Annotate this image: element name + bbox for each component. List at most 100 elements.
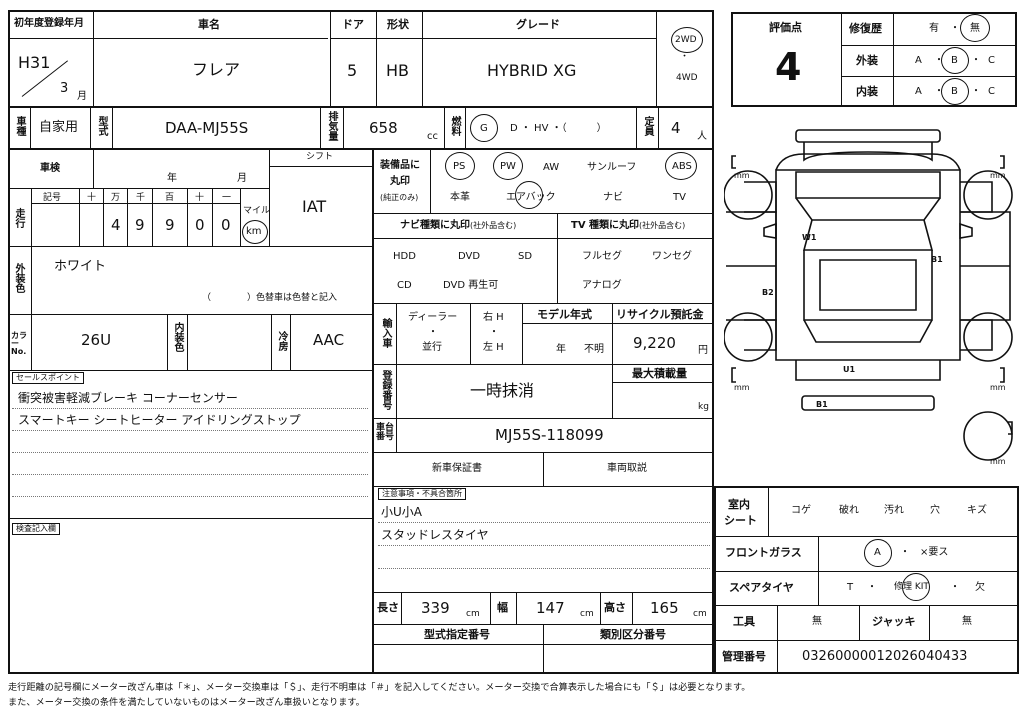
interior-box: [714, 486, 1019, 674]
repair-yes: 有: [929, 23, 939, 34]
door-label: ドア: [342, 18, 364, 31]
jack-value: 無: [962, 616, 972, 627]
ext-dot-1: ・: [934, 55, 944, 66]
seat-tear: 破れ: [839, 505, 859, 516]
sales-line-2: スマートキー シートヒーター アイドリングストップ: [18, 413, 301, 427]
height-value: 165: [650, 599, 679, 617]
seat-burn: コゲ: [791, 505, 811, 516]
digit-3: 9: [135, 216, 145, 234]
capacity-value: 4: [671, 119, 681, 137]
jack-label: ジャッキ: [872, 615, 916, 628]
km-label: km: [246, 226, 262, 237]
damage-w1: W1: [802, 233, 817, 242]
grade-label: グレード: [516, 18, 560, 31]
km-circle: [242, 220, 268, 244]
height-label: 高さ: [604, 601, 626, 614]
digit-label-3: 千: [136, 193, 146, 203]
length-unit: cm: [466, 609, 480, 619]
airbag-circle: [515, 181, 543, 209]
tools-value: 無: [812, 616, 822, 627]
grade: HYBRID XG: [487, 61, 577, 80]
model-year-label: モデル年式: [537, 308, 592, 321]
notes-label: 注意事項・不具合箇所: [378, 488, 466, 500]
mgmt-value: 03260000012026040433: [802, 649, 968, 664]
category-number: 類別区分番号: [600, 628, 666, 641]
model-year-unknown: 不明: [584, 344, 604, 355]
spare-dot-2: ・: [950, 582, 960, 593]
equip-label-3: (純正のみ): [380, 193, 419, 202]
ext-color-label: 外装色: [13, 263, 24, 293]
seat-label-1: 室内: [728, 498, 750, 511]
import-right: 右 H: [483, 312, 504, 323]
glass-rest: ・ ×要ス: [900, 547, 949, 558]
import-parallel: 並行: [422, 342, 442, 353]
first-reg-label: 初年度登録年月: [14, 18, 84, 29]
tv-oneseg: ワンセグ: [652, 251, 692, 262]
warranty: 新車保証書: [432, 463, 482, 474]
kigo-label: 記号: [43, 193, 62, 203]
main-form: [8, 10, 714, 674]
abs-circle: [665, 152, 697, 180]
seat-scratch: キズ: [967, 505, 987, 516]
spare-none: 欠: [975, 582, 985, 593]
navi-label: ナビ種類に丸印(社外品含む): [400, 220, 517, 231]
mile-label: マイル: [243, 206, 271, 216]
month-unit: 月: [77, 91, 87, 102]
equip-navi: ナビ: [603, 192, 623, 203]
displacement-value: 658: [369, 119, 398, 137]
model-year-unit: 年: [556, 344, 566, 355]
digit-4: 9: [165, 216, 175, 234]
spare-label: スペアタイヤ: [729, 581, 794, 594]
damage-b1-right: B1: [931, 255, 943, 264]
navi-cd: CD: [397, 280, 412, 291]
mm-1: mm: [734, 171, 750, 180]
first-reg-year: H31: [18, 53, 51, 72]
first-reg-month: 3: [60, 81, 69, 96]
rating-box: [731, 12, 1017, 107]
repair-no-circle: [960, 14, 990, 42]
note-1: 小U小A: [381, 505, 422, 519]
ext-a: A: [915, 55, 922, 66]
mm-2: mm: [990, 171, 1006, 180]
int-b-circle: [941, 78, 969, 105]
spare-dot-1: ・: [867, 582, 877, 593]
shift-value: IAT: [302, 197, 327, 216]
int-dot-1: ・: [934, 86, 944, 97]
registration-label: 登録番号: [380, 370, 391, 410]
sales-point-label: セールスポイント: [12, 372, 84, 384]
digit-label-6: 一: [222, 193, 232, 203]
shaken-year-unit: 年: [167, 173, 177, 184]
interior-label: 内装: [856, 85, 878, 98]
equip-leather: 本革: [450, 192, 470, 203]
import-dot: ・: [428, 327, 438, 338]
repaint-note: （ ）色替車は色替と記入: [202, 293, 338, 303]
height-unit: cm: [693, 609, 707, 619]
equip-pw: PW: [500, 161, 516, 172]
sales-line-1: 衝突被害軽減ブレーキ コーナーセンサー: [18, 391, 238, 405]
length-label: 長さ: [377, 601, 399, 614]
ext-b: B: [951, 55, 958, 66]
navi-dvd-play: DVD 再生可: [443, 280, 499, 291]
seat-label-2: シート: [724, 514, 757, 527]
mm-4: mm: [990, 383, 1006, 392]
navi-sd: SD: [518, 251, 533, 262]
registration-value: 一時抹消: [470, 381, 535, 400]
spare-kit: 修理 KIT: [894, 582, 929, 592]
int-color-label: 内装色: [172, 322, 183, 352]
mgmt-label: 管理番号: [722, 650, 766, 663]
equip-ps: PS: [453, 161, 466, 172]
int-b: B: [951, 86, 958, 97]
tv-fullseg: フルセグ: [582, 251, 622, 262]
model-value: DAA-MJ55S: [165, 119, 249, 137]
equip-aw: AW: [543, 162, 560, 173]
fuel-g-circle: [470, 114, 498, 142]
damage-b1-rear: B1: [816, 400, 828, 409]
damage-u1: U1: [843, 365, 856, 374]
use-label: 車種: [14, 116, 25, 136]
length-value: 339: [421, 599, 450, 617]
digit-label-2: 万: [111, 193, 121, 203]
import-left: 左 H: [483, 342, 504, 353]
exterior-label: 外装: [856, 54, 878, 67]
shape-label: 形状: [387, 18, 409, 31]
type-designation: 型式指定番号: [424, 628, 490, 641]
